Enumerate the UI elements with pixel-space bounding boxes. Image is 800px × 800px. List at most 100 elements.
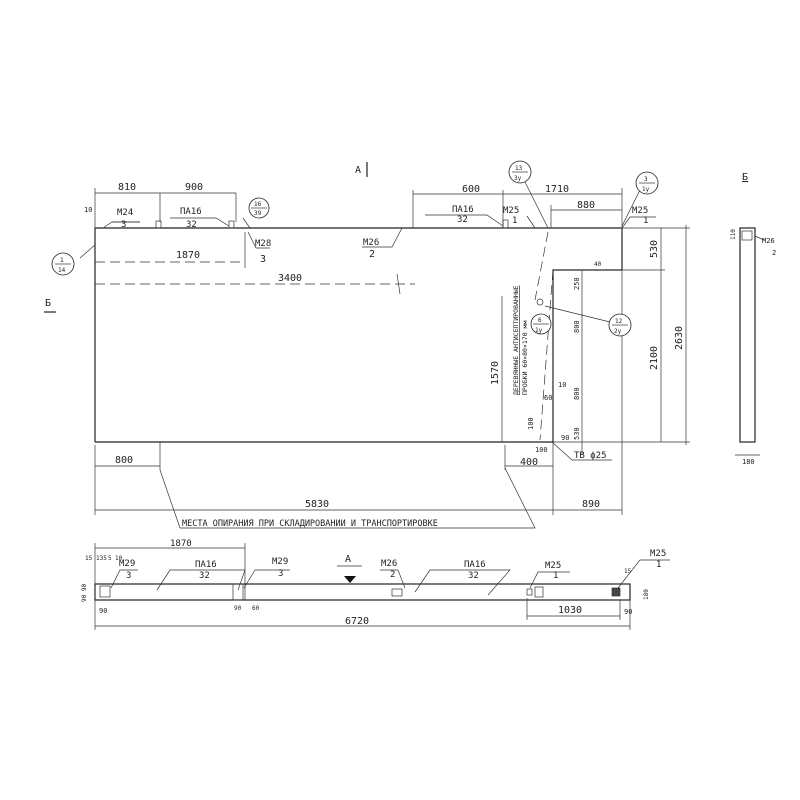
dim-10: 10 <box>84 206 92 214</box>
plan-view-a-label: А <box>345 554 351 565</box>
svg-text:14: 14 <box>58 267 66 274</box>
mark-m25-a-qty: 1 <box>512 216 517 226</box>
mark-m26-qty: 2 <box>369 249 375 260</box>
plan-mark-m29-a-qty: 3 <box>126 571 131 581</box>
svg-text:1у: 1у <box>642 186 650 193</box>
mark-m25-a: М25 <box>503 206 519 216</box>
plan-mark-m25-a-qty: 1 <box>553 571 558 581</box>
panel-outline <box>94 227 623 443</box>
dim-2100: 2100 <box>649 346 660 370</box>
plan-mark-pa16-a-qty: 32 <box>199 571 210 581</box>
svg-text:3у: 3у <box>514 175 522 182</box>
svg-text:3: 3 <box>644 176 648 183</box>
svg-text:1у: 1у <box>535 327 543 334</box>
section-b-mark: М26 <box>762 237 775 245</box>
section-b: Б М26 2 110 180 <box>730 172 776 466</box>
svg-text:39: 39 <box>254 210 262 217</box>
mark-m28-qty: 3 <box>260 254 266 265</box>
opening-hidden-line <box>534 231 549 301</box>
dim-900: 900 <box>185 182 203 193</box>
dim-400: 400 <box>520 457 538 468</box>
plan-mark-pa16-a: ПА16 <box>195 560 217 570</box>
dim-1570: 1570 <box>490 361 501 385</box>
mark-m25-b-qty: 1 <box>643 216 648 226</box>
plan-mark-m26-qty: 2 <box>390 570 395 580</box>
svg-text:12: 12 <box>615 318 623 325</box>
plan-dim-90-c: 90 <box>624 608 632 616</box>
mark-pa16: ПА16 <box>180 207 202 217</box>
dim-530-b: 530 <box>573 427 581 440</box>
plan-dim-5: 5 <box>108 555 112 562</box>
plan-dim-1870: 1870 <box>170 539 192 549</box>
section-b-title: Б <box>742 172 748 183</box>
callout-bubble: 114 <box>51 244 96 276</box>
plan-dim-60: 60 <box>252 605 260 612</box>
svg-text:1: 1 <box>60 257 64 264</box>
dim-5830: 5830 <box>305 499 329 510</box>
dim-100-b: 100 <box>535 446 548 454</box>
plan-dim-15-r: 15 <box>624 568 632 575</box>
plan-view: 1870 15 135 5 10 90 90 90 90 60 6720 103… <box>81 539 670 630</box>
mark-pa16-b-qty: 32 <box>457 215 468 225</box>
wood-plugs-note-2: ПРОБКИ 60×80×170 мм <box>521 321 529 395</box>
dim-1710: 1710 <box>545 184 569 195</box>
dim-800: 800 <box>115 455 133 466</box>
mark-pa16-b: ПА16 <box>452 205 474 215</box>
svg-text:13: 13 <box>515 165 523 172</box>
plan-mark-m25-b-qty: 1 <box>656 560 661 570</box>
svg-text:16: 16 <box>254 201 262 208</box>
callout-bubble: 3 1у <box>621 171 659 227</box>
plan-dim-135: 135 <box>96 555 107 562</box>
plan-mark-m29-a: М29 <box>119 559 135 569</box>
plan-dim-90-90: 90 90 <box>81 584 88 602</box>
dim-890: 890 <box>582 499 600 510</box>
opening-hidden-line <box>539 269 554 441</box>
support-leader <box>159 467 536 529</box>
dim-810: 810 <box>118 182 136 193</box>
svg-text:2у: 2у <box>614 328 622 335</box>
plan-dim-10: 10 <box>115 555 123 562</box>
plan-dim-90-b: 90 <box>234 605 242 612</box>
section-b-label: Б <box>45 298 51 309</box>
dim-10-b: 10 <box>558 381 566 389</box>
plan-mark-m25-a: М25 <box>545 561 561 571</box>
dim-800-b: 800 <box>573 387 581 400</box>
callout-bubble: 61у <box>530 298 552 335</box>
plan-dim-6720: 6720 <box>345 616 369 627</box>
mark-m24-qty: 3 <box>121 220 126 230</box>
dim-250: 250 <box>573 277 581 290</box>
support-note: МЕСТА ОПИРАНИЯ ПРИ СКЛАДИРОВАНИИ И ТРАНС… <box>182 519 438 529</box>
dim-90: 90 <box>561 434 569 442</box>
plan-mark-m29-b: М29 <box>272 557 288 567</box>
mark-m24: М24 <box>117 208 133 218</box>
plan-mark-pa16-b-qty: 32 <box>468 571 479 581</box>
callout-bubble: 13 3у <box>508 160 549 229</box>
dim-40: 40 <box>594 261 602 268</box>
wood-plugs-note-1: ДЕРЕВЯННЫЕ АНТИСЕПТИРОВАННЫЕ <box>512 285 520 395</box>
plan-mark-m29-b-qty: 3 <box>278 569 283 579</box>
mark-m25-b: М25 <box>632 206 648 216</box>
plan-dim-90-a: 90 <box>99 607 107 615</box>
plan-dim-1030: 1030 <box>558 605 582 616</box>
dim-800-a: 800 <box>573 320 581 333</box>
dim-1870: 1870 <box>176 250 200 261</box>
plan-mark-m26: М26 <box>381 559 397 569</box>
dim-110: 110 <box>730 229 737 240</box>
plan-outline <box>94 583 631 601</box>
svg-text:6: 6 <box>538 317 542 324</box>
section-b-mark-qty: 2 <box>772 249 776 257</box>
view-a-label: А <box>355 165 361 176</box>
plan-dim-15: 15 <box>85 555 93 562</box>
mark-m28: М28 <box>255 239 271 249</box>
dim-2630: 2630 <box>674 326 685 350</box>
dim-3400: 3400 <box>278 273 302 284</box>
view-arrow-icon <box>344 576 356 583</box>
mark-m26: М26 <box>363 238 379 248</box>
mark-tb25: ТВ ϕ25 <box>574 451 607 461</box>
dim-530: 530 <box>649 240 660 258</box>
dim-600: 600 <box>462 184 480 195</box>
mark-pa16-qty: 32 <box>186 220 197 230</box>
